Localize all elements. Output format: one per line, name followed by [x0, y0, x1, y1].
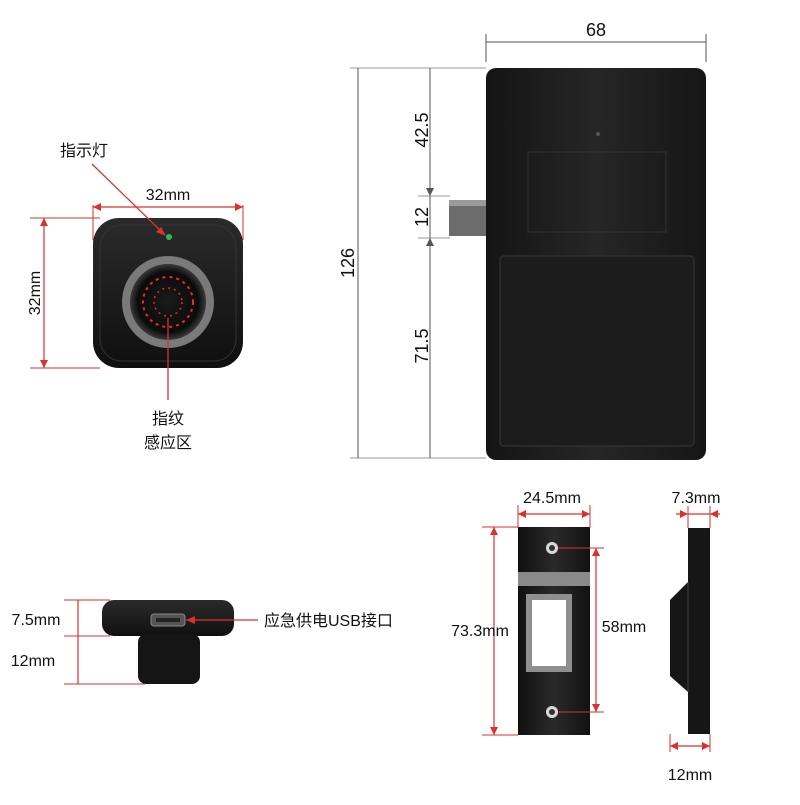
indicator-leader-line — [91, 163, 165, 235]
sensor-side-view: 7.5mm 12mm 应急供电USB接口 — [11, 599, 393, 685]
arrow-icon — [490, 727, 498, 735]
arrow-icon — [702, 742, 710, 750]
arrow-icon — [518, 510, 526, 518]
hole-spacing-label: 58mm — [602, 619, 646, 636]
fingerprint-inner-marker — [153, 287, 183, 317]
strike-plate-bevel — [518, 572, 590, 586]
sensor-label-line1: 指纹 — [152, 410, 184, 428]
body-height-label: 126 — [338, 248, 358, 278]
bolt-label: 12 — [412, 207, 432, 227]
sensor-front-view: 32mm 32mm 指示灯 指纹 感应区 — [27, 142, 244, 452]
screw-hole-top-center — [549, 545, 555, 551]
strike-side-profile — [670, 528, 710, 734]
usb-label: 应急供电USB接口 — [264, 611, 393, 630]
arrow-icon — [426, 238, 434, 246]
strike-plate-view: 24.5mm 73.3mm 58mm — [451, 490, 646, 736]
fingerprint-sensor — [130, 264, 206, 340]
arrow-icon — [40, 360, 48, 368]
top-segment-label: 42.5 — [412, 112, 432, 147]
indicator-label: 指示灯 — [60, 142, 108, 160]
sensor-height-label: 32mm — [27, 271, 44, 315]
arrow-icon — [710, 510, 718, 518]
sensor-width-label: 32mm — [146, 187, 190, 204]
arrow-icon — [582, 510, 590, 518]
arrow-icon — [490, 527, 498, 535]
strike-plate-opening-inner — [532, 600, 566, 666]
strike-side-view: 7.3mm 12mm — [668, 490, 721, 784]
bottom-segment-label: 71.5 — [412, 328, 432, 363]
lock-body-view: 68 126 42.5 12 71.5 — [338, 20, 707, 460]
arrow-icon — [680, 510, 688, 518]
body-width-label: 68 — [586, 20, 606, 40]
arrow-icon — [186, 616, 195, 624]
arrow-icon — [426, 188, 434, 196]
arrow-icon — [40, 218, 48, 226]
arrow-icon — [592, 704, 600, 712]
plate-width-label: 24.5mm — [523, 490, 581, 507]
battery-cover — [499, 255, 695, 447]
arrow-icon — [235, 203, 243, 211]
arrow-icon — [156, 227, 166, 236]
sensor-label-line2: 感应区 — [144, 433, 192, 452]
usb-port-slot — [156, 618, 180, 622]
lock-body-panel — [527, 151, 667, 233]
thickness-label: 7.3mm — [672, 490, 721, 507]
fingerprint-area-marker — [142, 276, 194, 328]
indicator-led-icon — [166, 234, 172, 240]
side-shaft — [138, 634, 200, 684]
screw-hole-bottom-center — [549, 709, 555, 715]
base-label: 12mm — [668, 767, 712, 784]
lock-bolt-highlight — [449, 200, 489, 206]
plate-height-label: 73.3mm — [451, 623, 509, 640]
lock-body-dot — [596, 132, 600, 136]
arrow-icon — [670, 742, 678, 750]
cap-height-label: 7.5mm — [12, 612, 61, 629]
shaft-height-label: 12mm — [11, 653, 55, 670]
arrow-icon — [93, 203, 101, 211]
arrow-icon — [592, 548, 600, 556]
